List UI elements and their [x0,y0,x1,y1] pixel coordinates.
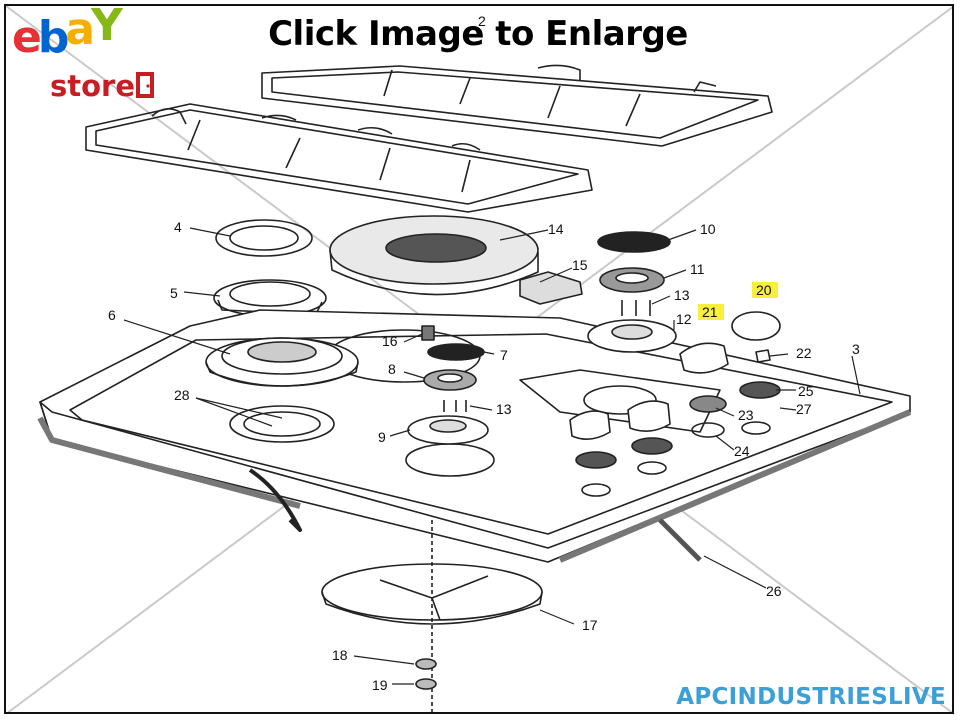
part-holder-16 [421,325,435,341]
label-2: 2 [478,13,486,29]
highlight-21 [698,304,724,320]
logo-store-text: store [50,69,136,103]
logo-letter-y: Y [91,0,123,51]
part-spindle-22 [755,349,771,363]
part-base-9 [407,415,489,445]
part-base-12 [587,319,677,353]
label-13-lower: 13 [496,401,512,417]
part-hotplate-14 [329,215,583,305]
label-23: 23 [738,407,754,423]
part-knob-20 [731,311,781,341]
pan-support-rear [261,64,773,147]
part-knob-21 [679,342,729,374]
part-screws-13 [443,300,651,412]
part-cap-10 [597,231,671,253]
logo-letter-a: a [65,4,95,55]
label-12: 12 [676,311,692,327]
label-26: 26 [766,583,782,599]
part-ring-4 [215,219,313,257]
part-crown-8 [423,369,477,391]
ebay-store-logo[interactable]: ebaY store [8,4,162,106]
label-27: 27 [796,401,812,417]
part-feet-18-19 [415,658,437,690]
label-17: 17 [582,617,598,633]
label-24: 24 [734,443,750,459]
label-5: 5 [170,285,178,301]
logo-letter-b: b [37,12,69,63]
label-6: 6 [108,307,116,323]
logo-letter-e: e [12,12,42,63]
label-25: 25 [798,383,814,399]
label-3: 3 [852,341,860,357]
label-20: 20 [756,282,772,298]
label-13-upper: 13 [674,287,690,303]
page-title[interactable]: Click Image to Enlarge [268,14,688,54]
label-19: 19 [372,677,388,693]
label-22: 22 [796,345,812,361]
label-7: 7 [500,347,508,363]
store-door-icon [136,72,154,98]
label-15: 15 [572,257,588,273]
ebay-wordmark: ebaY [12,4,123,63]
label-8: 8 [388,361,396,377]
label-9: 9 [378,429,386,445]
highlight-20 [752,282,778,298]
pan-support-front [85,103,593,213]
part-tray-17 [321,520,543,712]
border-frame [4,4,954,714]
brand-footer: APCINDUSTRIESLIVE [676,684,946,710]
label-10: 10 [700,221,716,237]
label-4: 4 [174,219,182,235]
part-crown-11 [599,267,665,293]
leader-lines [123,227,861,685]
label-11: 11 [690,261,705,277]
label-14: 14 [548,221,564,237]
label-16: 16 [382,333,398,349]
label-18: 18 [332,647,348,663]
label-28: 28 [174,387,190,403]
part-labels: 2 3 4 5 6 7 8 9 10 11 12 13 13 14 15 16 … [108,13,860,693]
label-21: 21 [702,304,718,320]
part-burner-6 [205,337,359,387]
part-knobs-row [569,381,781,469]
